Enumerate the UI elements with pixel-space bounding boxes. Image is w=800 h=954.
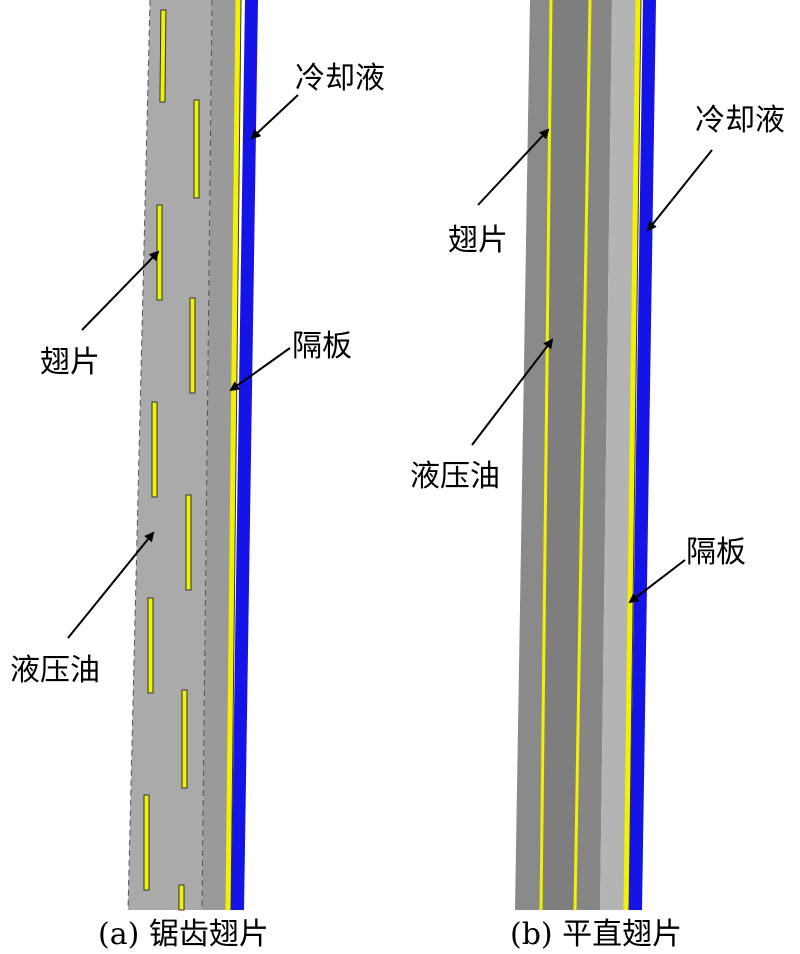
panel-a-plate-label: 隔板 bbox=[292, 329, 352, 364]
fin-segment bbox=[181, 689, 188, 789]
panel-b-fin-line bbox=[539, 0, 553, 911]
panel-a-coolant-strip bbox=[231, 0, 258, 910]
panel-b-coolant-arrow bbox=[646, 149, 713, 232]
panel-a-oil-label: 液压油 bbox=[10, 653, 100, 688]
panel-a-separator-plate bbox=[225, 0, 241, 911]
panel-a-plate-arrow bbox=[229, 347, 291, 392]
panel-b-plate-label: 隔板 bbox=[686, 535, 746, 570]
panel-a-separator-outline bbox=[230, 0, 242, 911]
panel-a-fin-label: 翅片 bbox=[40, 345, 100, 380]
panel-b-fin-label: 翅片 bbox=[448, 223, 508, 258]
panel-b-caption: (b) 平直翅片 bbox=[510, 917, 682, 952]
panel-b-oil-channel-left bbox=[515, 0, 550, 910]
panel-b-oil-label: 液压油 bbox=[410, 459, 500, 494]
panel-b-oil-arrow bbox=[471, 338, 554, 446]
panel-a-edge-line bbox=[127, 0, 151, 911]
panel-b-fin-arrow bbox=[477, 128, 550, 206]
fin-segment bbox=[151, 401, 158, 498]
panel-a-coolant-arrow bbox=[250, 94, 299, 140]
fin-segment bbox=[159, 9, 167, 103]
panel-a-fin-arrow bbox=[81, 250, 160, 331]
panel-a-caption: (a) 锯齿翅片 bbox=[98, 917, 269, 952]
fin-segment bbox=[185, 494, 192, 591]
panel-b-oil-channel-right bbox=[575, 0, 612, 910]
fin-segment bbox=[147, 597, 154, 694]
fin-segment bbox=[189, 297, 196, 394]
panel-b-coolant-label: 冷却液 bbox=[695, 103, 785, 138]
panel-a-coolant-label: 冷却液 bbox=[295, 61, 385, 96]
panel-a-fin-segments bbox=[143, 9, 200, 911]
panel-b-plate-region bbox=[600, 0, 638, 910]
panel-b-separator-outline bbox=[628, 0, 642, 911]
fin-segment bbox=[178, 884, 185, 911]
panel-b-fin-line bbox=[573, 0, 592, 911]
panel-a-edge-line bbox=[201, 0, 213, 911]
panel-a-oil-arrow bbox=[67, 531, 155, 639]
fin-segment bbox=[143, 794, 150, 891]
panel-b-separator-plate bbox=[623, 0, 641, 911]
panel-b-plate-arrow bbox=[628, 559, 686, 604]
panel-b: 冷却液 翅片 液压油 隔板 (b) 平直翅片 bbox=[410, 0, 785, 952]
panel-a: 冷却液 隔板 翅片 液压油 (a) 锯齿翅片 bbox=[10, 0, 385, 952]
fin-segment bbox=[193, 99, 200, 199]
